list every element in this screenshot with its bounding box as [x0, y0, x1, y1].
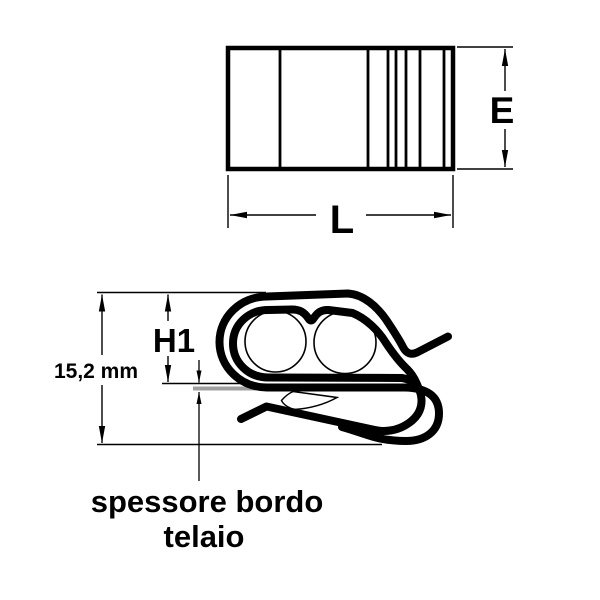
- dimension-label-L: L: [330, 198, 354, 242]
- bottom-view-clip: 15,2 mm H1 spessore bordo telaio: [54, 289, 452, 554]
- tube-circle-left: [244, 310, 307, 373]
- caption: spessore bordo telaio: [91, 484, 324, 554]
- sleeve-outline: [225, 45, 456, 172]
- sheet-tip-wedge: [280, 390, 340, 411]
- dimension-label-overall-height: 15,2 mm: [54, 360, 138, 383]
- dimension-label-E: E: [490, 90, 515, 131]
- clip-inner-wire: [229, 305, 426, 435]
- dimension-label-H1: H1: [153, 322, 195, 359]
- dimension-E: E: [457, 46, 515, 170]
- dimension-H1: H1: [153, 294, 195, 382]
- sleeve-segment-lines: [278, 50, 446, 167]
- top-view-sleeve: E L: [225, 45, 515, 242]
- dimension-L: L: [227, 175, 454, 242]
- caption-line-1: spessore bordo: [91, 484, 324, 519]
- dimension-overall-height: 15,2 mm: [54, 294, 138, 443]
- caption-line-2: telaio: [164, 519, 245, 554]
- clip-outer-wire: [215, 289, 452, 445]
